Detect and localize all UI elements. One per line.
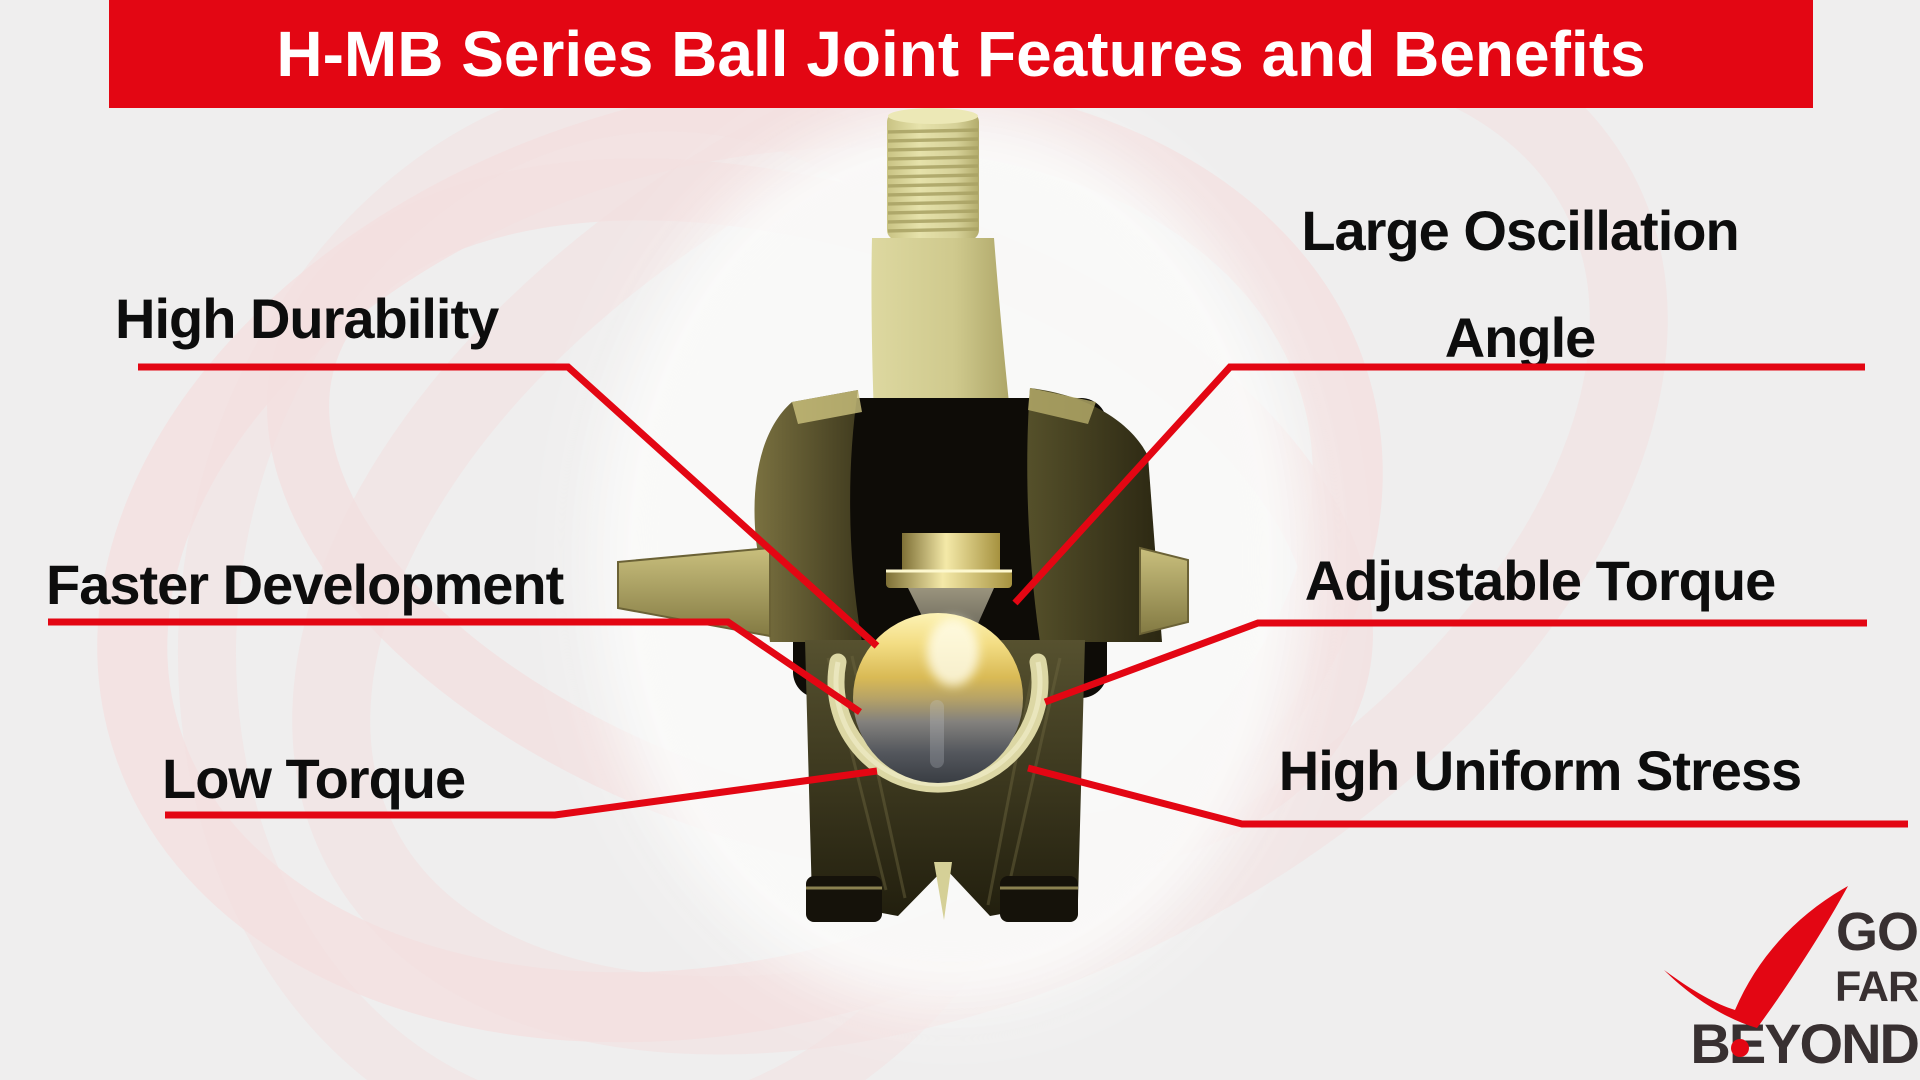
feature-label-large-oscillation-angle: Large Oscillation Angle bbox=[1150, 198, 1890, 370]
logo-line-beyond: BEYOND bbox=[1690, 1012, 1920, 1075]
logo-line-go: GO bbox=[1835, 902, 1919, 962]
ball bbox=[853, 613, 1023, 783]
resin-seat bbox=[827, 653, 1049, 793]
feature-label-high-durability: High Durability bbox=[115, 287, 499, 350]
feature-label-line1: Large Oscillation bbox=[1301, 199, 1739, 262]
page-title: H-MB Series Ball Joint Features and Bene… bbox=[276, 18, 1646, 90]
threaded-stud bbox=[887, 108, 979, 240]
feature-label-line2: Angle bbox=[1444, 306, 1597, 369]
logo-line-far: FAR bbox=[1835, 963, 1919, 1011]
feature-label-low-torque: Low Torque bbox=[162, 747, 466, 810]
feature-label-high-uniform-stress: High Uniform Stress bbox=[1278, 739, 1802, 802]
feature-label-faster-development: Faster Development bbox=[46, 553, 564, 616]
feature-label-adjustable-torque: Adjustable Torque bbox=[1304, 549, 1776, 612]
title-banner: H-MB Series Ball Joint Features and Bene… bbox=[109, 0, 1813, 108]
brand-logo: GO FAR BEYOND bbox=[1690, 902, 1920, 1075]
